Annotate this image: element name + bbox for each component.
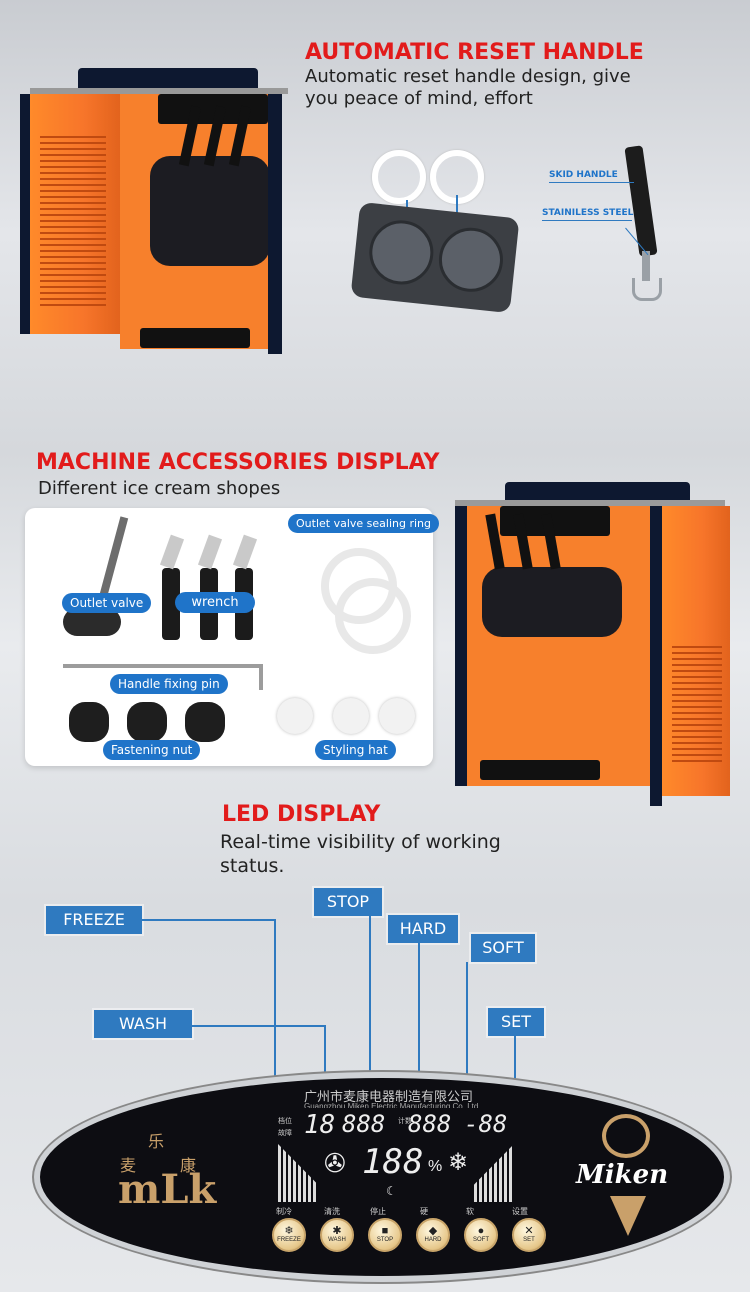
wash-icon: ✱ <box>332 1225 342 1237</box>
lcd-label-gear: 档位 <box>278 1118 292 1125</box>
hard-button[interactable]: ◆HARD <box>416 1218 450 1252</box>
section3-subtitle: Real-time visibility of working status. <box>220 831 501 877</box>
lcd-label-fault: 故障 <box>278 1130 292 1137</box>
btn-label-hard-cn: 硬 <box>420 1207 428 1216</box>
percent-sign: % <box>428 1158 443 1175</box>
snowflake-icon: ❄ <box>448 1149 469 1176</box>
set-tag: SET <box>488 1008 544 1036</box>
hard-button-label: HARD <box>424 1237 442 1243</box>
button-row: 制冷 清洗 停止 硬 软 设置 ❄FREEZE ✱WASH ■STOP ◆HAR… <box>272 1206 546 1266</box>
machine-image-top <box>20 66 290 366</box>
wash-button-label: WASH <box>328 1237 346 1243</box>
btn-label-stop-cn: 停止 <box>370 1207 386 1216</box>
skid-handle-image <box>622 145 682 306</box>
brand-name: Miken <box>576 1160 669 1190</box>
set-button-label: SET <box>523 1237 535 1243</box>
btn-label-set-cn: 设置 <box>512 1207 528 1216</box>
stop-tag: STOP <box>314 888 382 916</box>
stainless-steel-label: STAINILESS STEEL <box>542 208 634 218</box>
soft-icon: ● <box>477 1225 485 1237</box>
freeze-button-label: FREEZE <box>277 1237 301 1243</box>
company-name-en: Guangzhou Miken Electric Manufacturing C… <box>304 1102 479 1111</box>
soft-button[interactable]: ●SOFT <box>464 1218 498 1252</box>
lcd-percent-value: 188 <box>362 1142 424 1182</box>
fixing-pin-label: Handle fixing pin <box>110 674 228 694</box>
section3-title: LED DISPLAY <box>222 802 381 827</box>
sealing-rings-image <box>372 150 492 204</box>
hard-icon: ◆ <box>428 1225 438 1237</box>
set-button[interactable]: ✕SET <box>512 1218 546 1252</box>
btn-label-freeze-cn: 制冷 <box>276 1207 292 1216</box>
btn-label-wash-cn: 清洗 <box>324 1207 340 1216</box>
section1-subtitle: Automatic reset handle design, give you … <box>305 66 631 109</box>
fan-icon: ✇ <box>324 1148 346 1178</box>
hard-tag: HARD <box>388 915 458 943</box>
freeze-tag: FREEZE <box>46 906 142 934</box>
wrench-label: wrench <box>175 592 255 613</box>
lcd-right-value: 888 <box>408 1110 452 1138</box>
logo-cn-top: 乐 <box>148 1132 165 1151</box>
valve-block-image <box>350 201 520 314</box>
lcd-gear-value: 18 <box>304 1110 336 1140</box>
lcd-bars-left <box>278 1144 318 1202</box>
lcd-temp-value: -88 <box>464 1110 508 1138</box>
company-name-cn: 广州市麦康电器制造有限公司 <box>304 1090 474 1105</box>
section1-title: AUTOMATIC RESET HANDLE <box>305 40 644 65</box>
skid-handle-label: SKID HANDLE <box>549 170 618 180</box>
wash-tag: WASH <box>94 1010 192 1038</box>
machine-image-middle <box>450 482 740 806</box>
styling-hat-label: Styling hat <box>315 740 396 760</box>
lcd-bars-right <box>474 1144 514 1202</box>
fastening-nut-label: Fastening nut <box>103 740 201 760</box>
snowflake-icon: ❄ <box>284 1225 294 1237</box>
lcd-counter-value: 888 <box>342 1110 386 1138</box>
logo: mLk <box>118 1166 217 1213</box>
cone-icon <box>610 1196 646 1236</box>
freeze-button[interactable]: ❄FREEZE <box>272 1218 306 1252</box>
section2-title: MACHINE ACCESSORIES DISPLAY <box>36 450 440 475</box>
moon-icon: ☾ <box>386 1184 397 1198</box>
soft-button-label: SOFT <box>473 1237 489 1243</box>
logo-cn-right: 康 <box>180 1156 197 1175</box>
stop-icon: ■ <box>381 1225 389 1237</box>
logo-cn-left: 麦 <box>120 1156 137 1175</box>
sealing-ring-label: Outlet valve sealing ring <box>288 514 439 533</box>
section2-subtitle: Different ice cream shopes <box>38 478 281 499</box>
stop-button[interactable]: ■STOP <box>368 1218 402 1252</box>
ice-cream-icon <box>602 1114 650 1158</box>
control-panel: 广州市麦康电器制造有限公司 Guangzhou Miken Electric M… <box>34 1072 730 1282</box>
lcd-label-count: 计数 <box>398 1118 412 1125</box>
accessories-card: Outlet valve wrench Outlet valve sealing… <box>25 508 439 766</box>
lcd-screen: 档位 故障 18 888 计数 888 -88 ✇ 188 % ❄ ☾ <box>278 1108 518 1206</box>
stop-button-label: STOP <box>376 1237 394 1243</box>
outlet-valve-label: Outlet valve <box>62 593 152 613</box>
btn-label-soft-cn: 软 <box>466 1207 474 1216</box>
wash-button[interactable]: ✱WASH <box>320 1218 354 1252</box>
tools-icon: ✕ <box>524 1225 534 1237</box>
soft-tag: SOFT <box>471 934 535 962</box>
